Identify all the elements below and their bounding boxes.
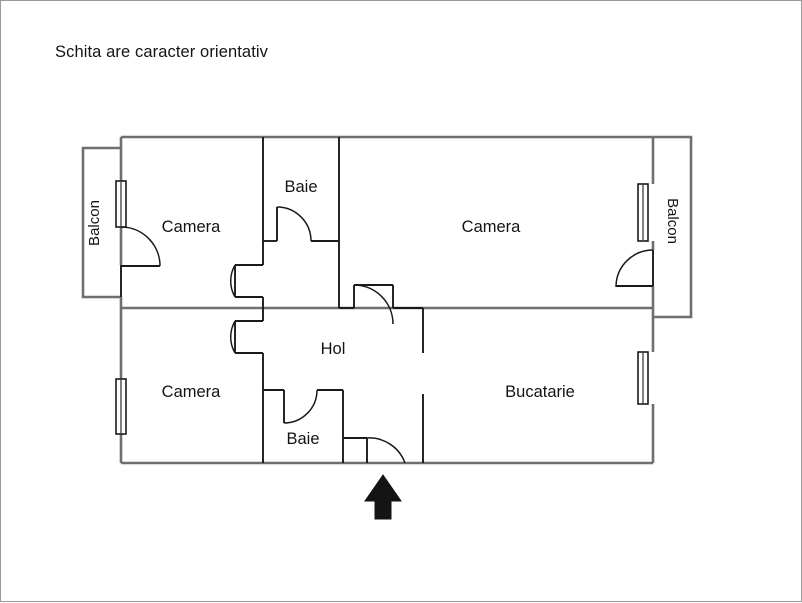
interior-partitions [120, 137, 654, 463]
door-camera-bottom-left-arc [229, 320, 236, 354]
door-camera-top-left-arc [229, 264, 236, 298]
wall-balcon-left [81, 146, 121, 299]
door-baie-bottom-arc [283, 389, 318, 424]
structural-walls [81, 135, 693, 465]
label-camera-top-left: Camera [162, 218, 222, 236]
door-entrance-arc [366, 437, 406, 464]
door-balcon-right-arc [615, 249, 654, 288]
label-balcon-right: Balcon [664, 198, 681, 244]
label-balcon-left: Balcon [86, 200, 103, 246]
windows-group [115, 180, 649, 435]
room-labels: Balcon Camera Baie Camera Balcon Camera … [86, 178, 681, 448]
label-baie-top: Baie [284, 178, 317, 196]
label-bucatarie: Bucatarie [505, 383, 575, 401]
entrance-arrow-shape [364, 474, 402, 520]
label-baie-bottom: Baie [286, 430, 319, 448]
door-baie-top-arc [276, 206, 312, 242]
wall-balcon-right [653, 135, 693, 319]
label-camera-right: Camera [462, 218, 522, 236]
door-balcon-left-arc [120, 226, 161, 267]
page-title: Schita are caracter orientativ [55, 43, 269, 61]
label-hol: Hol [321, 340, 346, 358]
door-camera-right-arc [353, 284, 394, 325]
door-swings [120, 206, 654, 464]
label-camera-bottom-left: Camera [162, 383, 222, 401]
entrance-arrow [364, 474, 402, 520]
